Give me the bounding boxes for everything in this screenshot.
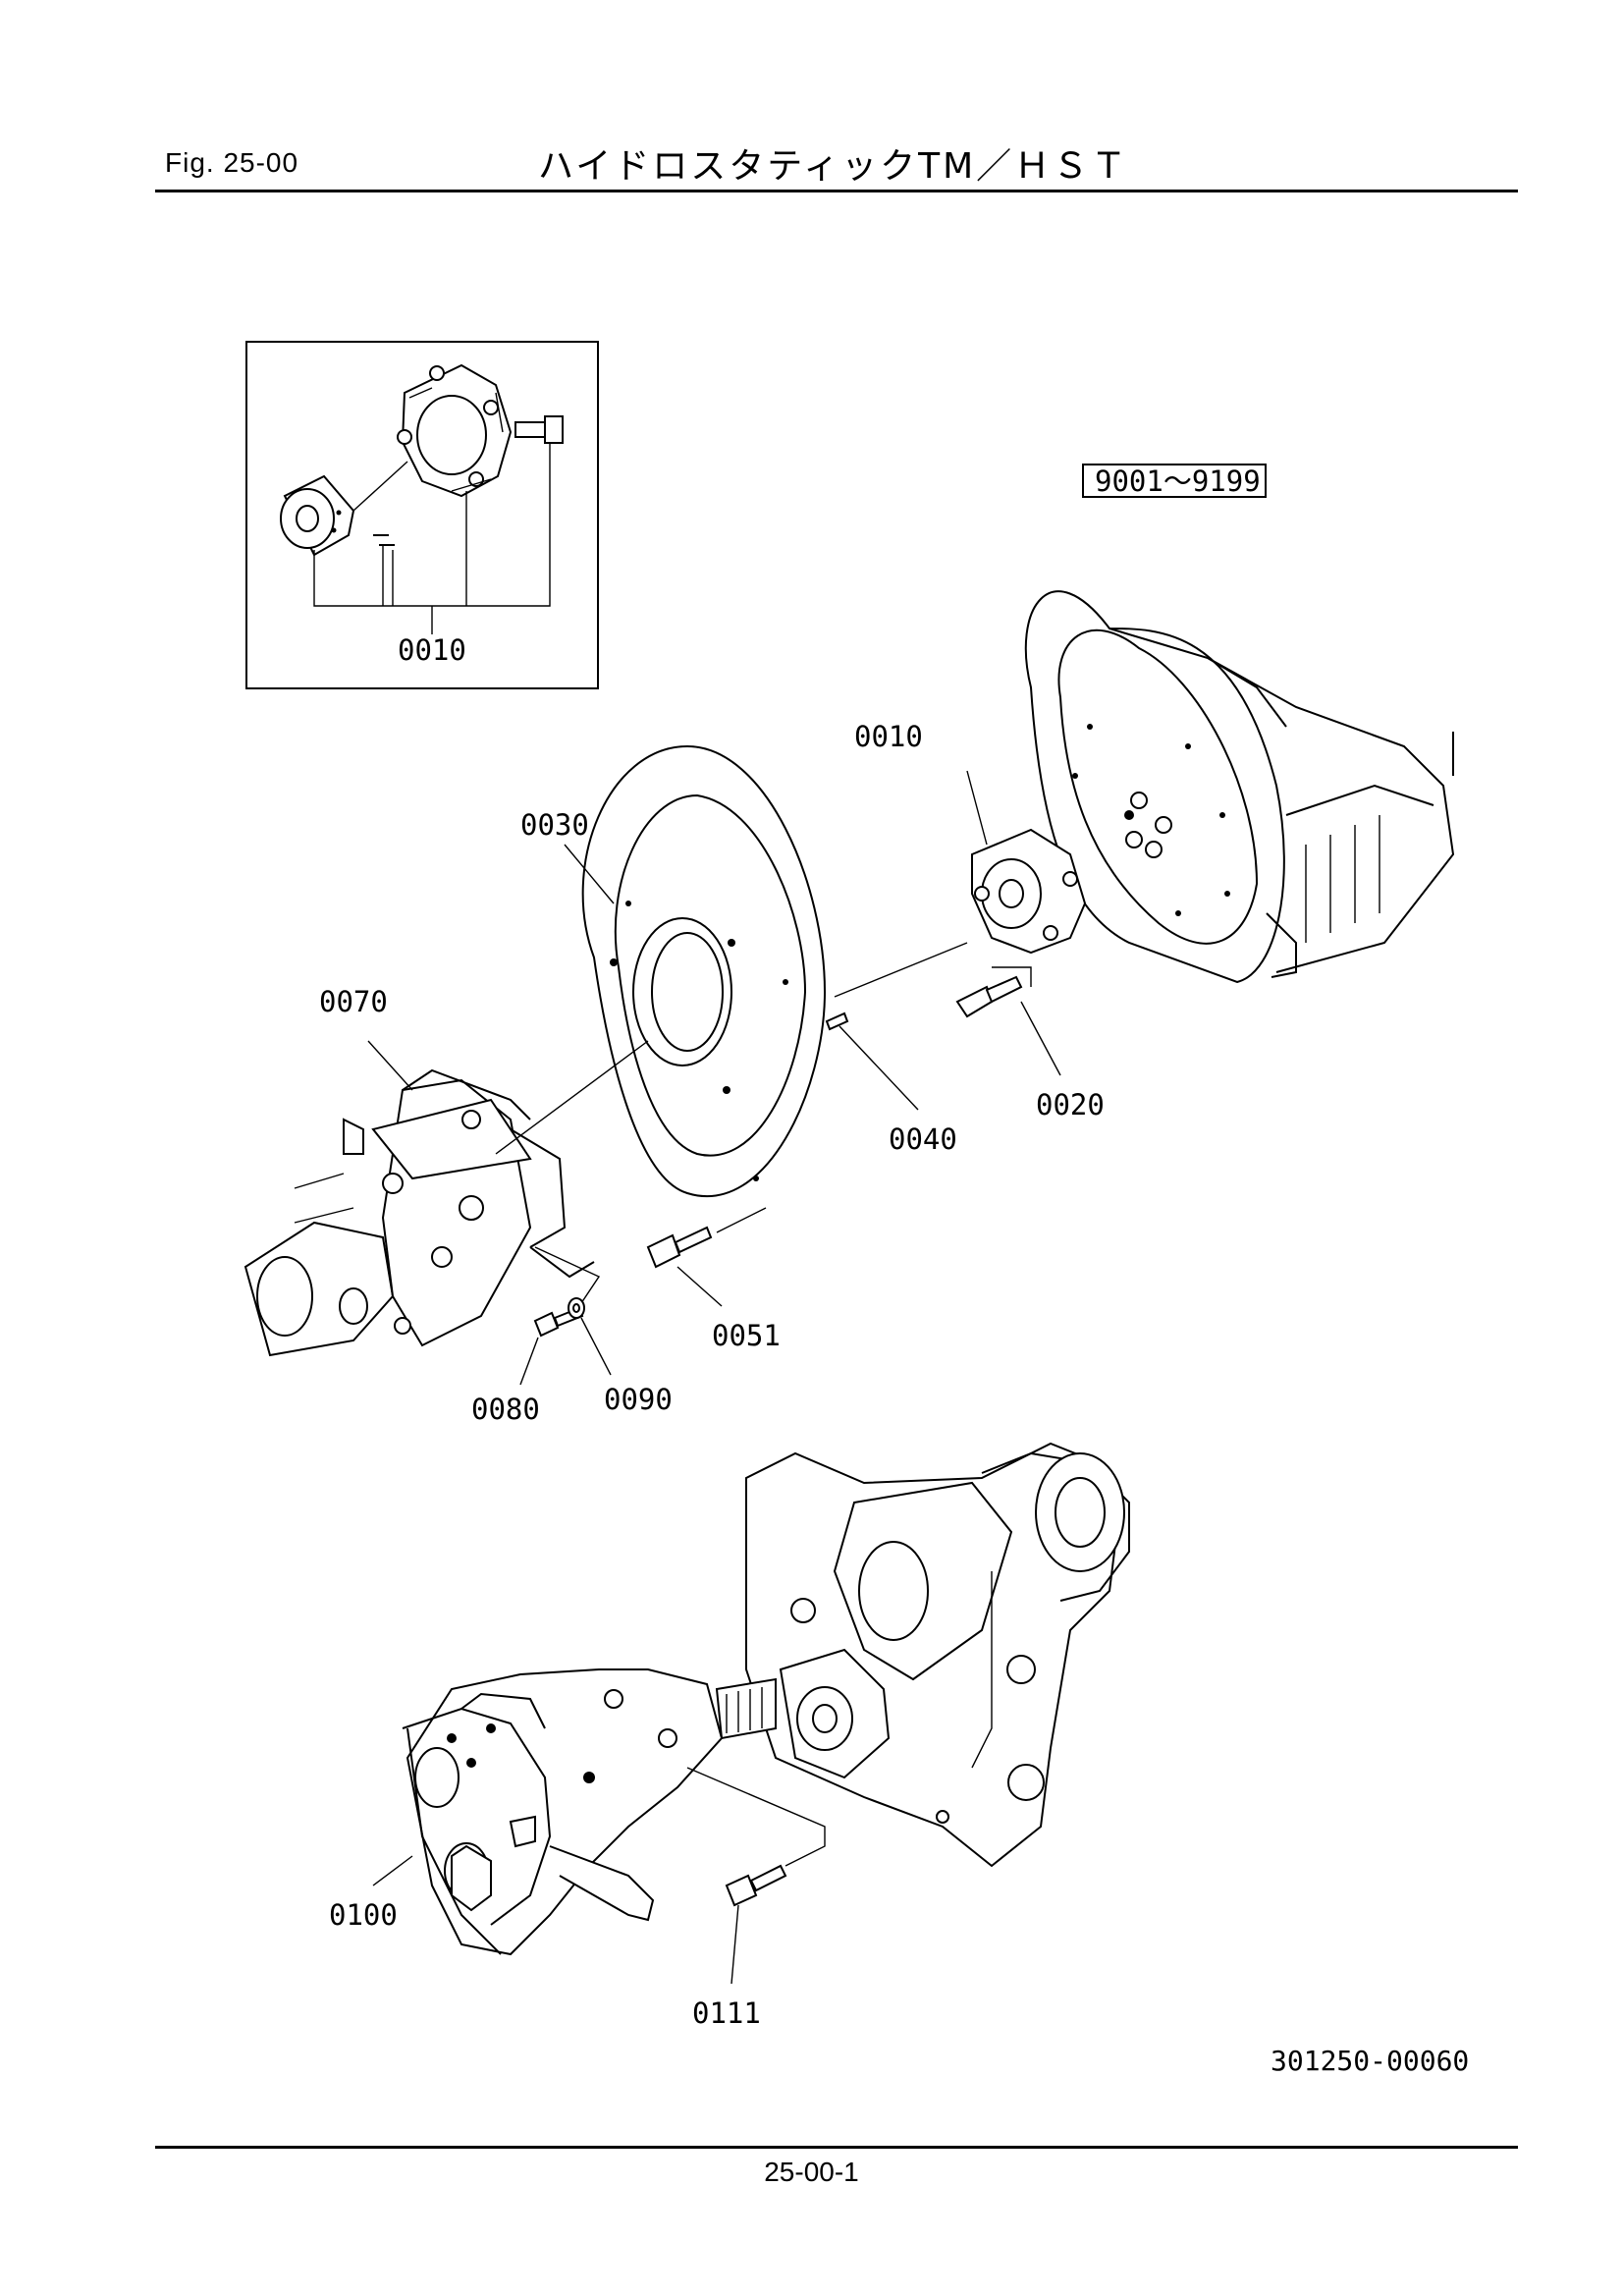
page-number: 25-00-1 bbox=[764, 2157, 859, 2187]
callout-0010: 0010 bbox=[854, 720, 923, 753]
bolt-0020-icon: 0020 bbox=[955, 966, 1105, 1121]
bolt-0111-icon: 0111 bbox=[686, 1767, 826, 2030]
document-number: 301250-00060 bbox=[1271, 2045, 1470, 2077]
callout-0100: 0100 bbox=[329, 1898, 398, 1932]
serial-range-box: 9001〜9199 bbox=[1082, 464, 1267, 498]
callout-0070: 0070 bbox=[319, 985, 388, 1018]
flywheel-plate-icon: 0030 bbox=[520, 744, 827, 1197]
callout-0040: 0040 bbox=[889, 1122, 957, 1156]
hydraulic-pump-icon: 0070 bbox=[243, 985, 649, 1357]
callout-0090: 0090 bbox=[604, 1383, 673, 1416]
footer-rule bbox=[155, 2146, 1518, 2149]
hst-motor-icon: 0100 bbox=[329, 1668, 724, 1956]
inset-bolt-icon bbox=[514, 415, 564, 444]
transmission-case-icon bbox=[745, 1442, 1130, 1868]
coupling-hub-icon bbox=[280, 474, 355, 557]
callout-0020: 0020 bbox=[1036, 1088, 1105, 1121]
callout-0051: 0051 bbox=[712, 1319, 781, 1352]
figure-number: Fig. 25-00 bbox=[165, 147, 299, 178]
hst-motor-flange-icon bbox=[715, 1648, 891, 1779]
header-rule bbox=[155, 190, 1518, 192]
pin-0040-icon: 0040 bbox=[825, 942, 968, 1156]
coupling-inset: 0010 bbox=[245, 341, 599, 689]
washer-0090-icon: 0090 bbox=[568, 1297, 673, 1416]
bolt-0080-icon: 0080 bbox=[471, 1306, 584, 1426]
page-title: ハイドロスタティックTM／ＨＳＴ bbox=[538, 146, 1130, 187]
bolt-0051-icon: 0051 bbox=[646, 1207, 781, 1352]
callout-0111: 0111 bbox=[692, 1996, 761, 2030]
coupling-disc-icon bbox=[397, 363, 513, 498]
callout-0080: 0080 bbox=[471, 1393, 540, 1426]
engine-housing-icon bbox=[1024, 590, 1455, 984]
coupling-main-icon: 0010 bbox=[854, 720, 1087, 955]
callout-0010-inset: 0010 bbox=[398, 633, 466, 667]
serial-range-label: 9001〜9199 bbox=[1095, 465, 1261, 498]
callout-0030: 0030 bbox=[520, 808, 589, 842]
